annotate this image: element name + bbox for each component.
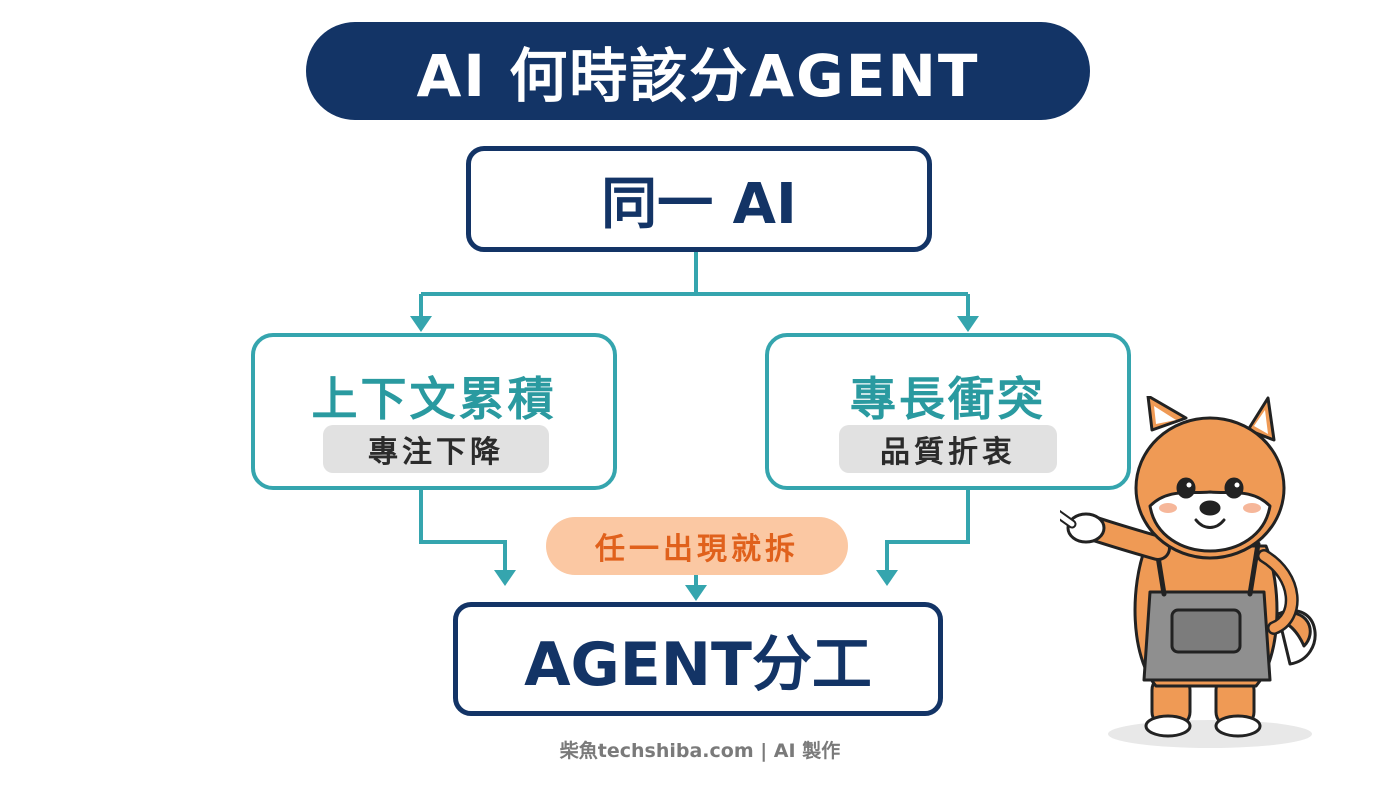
- shiba-mascot-icon: [1060, 396, 1317, 748]
- footer-credit: 柴魚techshiba.com | AI 製作: [559, 740, 841, 762]
- title-text: AI 何時該分AGENT: [416, 42, 980, 110]
- connector-right-down: [885, 490, 970, 570]
- condition-badge: 任一出現就拆: [546, 517, 848, 575]
- arrowhead-bottom-left: [494, 570, 516, 586]
- right-node-box: 專長衝突 品質折衷: [765, 333, 1131, 490]
- right-node-title: 專長衝突: [850, 372, 1046, 426]
- right-node-tag: 品質折衷: [839, 425, 1057, 473]
- title-banner: AI 何時該分AGENT: [306, 22, 1090, 120]
- connector-left-down: [419, 490, 507, 570]
- left-node-tag: 專注下降: [323, 425, 549, 473]
- arrowhead-bottom-right: [876, 570, 898, 586]
- arrowhead-right-box: [957, 316, 979, 332]
- arrowhead-bottom-center: [685, 585, 707, 601]
- left-node-title: 上下文累積: [311, 372, 557, 426]
- top-node-box: 同一 AI: [466, 146, 932, 252]
- condition-label: 任一出現就拆: [595, 532, 799, 567]
- bottom-node-box: AGENT分工: [453, 602, 943, 716]
- top-node-label: 同一 AI: [601, 171, 797, 237]
- bottom-node-label: AGENT分工: [524, 629, 872, 700]
- arrowhead-left-box: [410, 316, 432, 332]
- left-node-box: 上下文累積 專注下降: [251, 333, 617, 490]
